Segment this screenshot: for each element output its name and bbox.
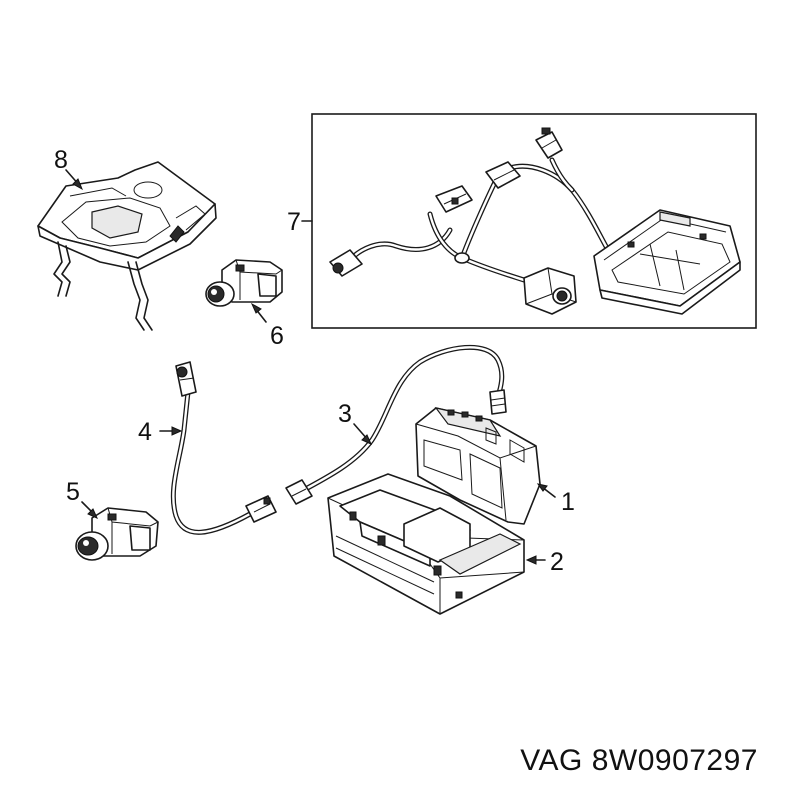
part-8-camera-housing	[37, 161, 217, 331]
callout-6: 6	[270, 322, 284, 350]
callout-5: 5	[66, 478, 80, 506]
part-4-camera-cable	[170, 361, 277, 535]
part-3-wire-harness	[285, 344, 507, 505]
callout-2: 2	[550, 548, 564, 576]
part-5-front-camera	[75, 507, 159, 561]
callout-8: 8	[54, 146, 68, 174]
callout-1: 1	[561, 488, 575, 516]
part-number-label: VAG 8W0907297	[520, 744, 758, 777]
part-2-bracket	[327, 473, 525, 615]
leader-8	[65, 169, 83, 191]
leader-6	[250, 302, 267, 323]
callout-3: 3	[338, 400, 352, 428]
part-6-side-camera	[205, 259, 283, 307]
callout-4: 4	[138, 418, 152, 446]
part-1-control-module	[415, 407, 541, 525]
leader-4	[159, 426, 183, 436]
leader-3	[353, 423, 372, 445]
leader-2	[525, 555, 546, 565]
part-7-wire-harness	[329, 127, 741, 315]
leader-1	[536, 483, 556, 498]
callout-7: 7	[287, 208, 301, 236]
leader-5	[81, 501, 98, 519]
